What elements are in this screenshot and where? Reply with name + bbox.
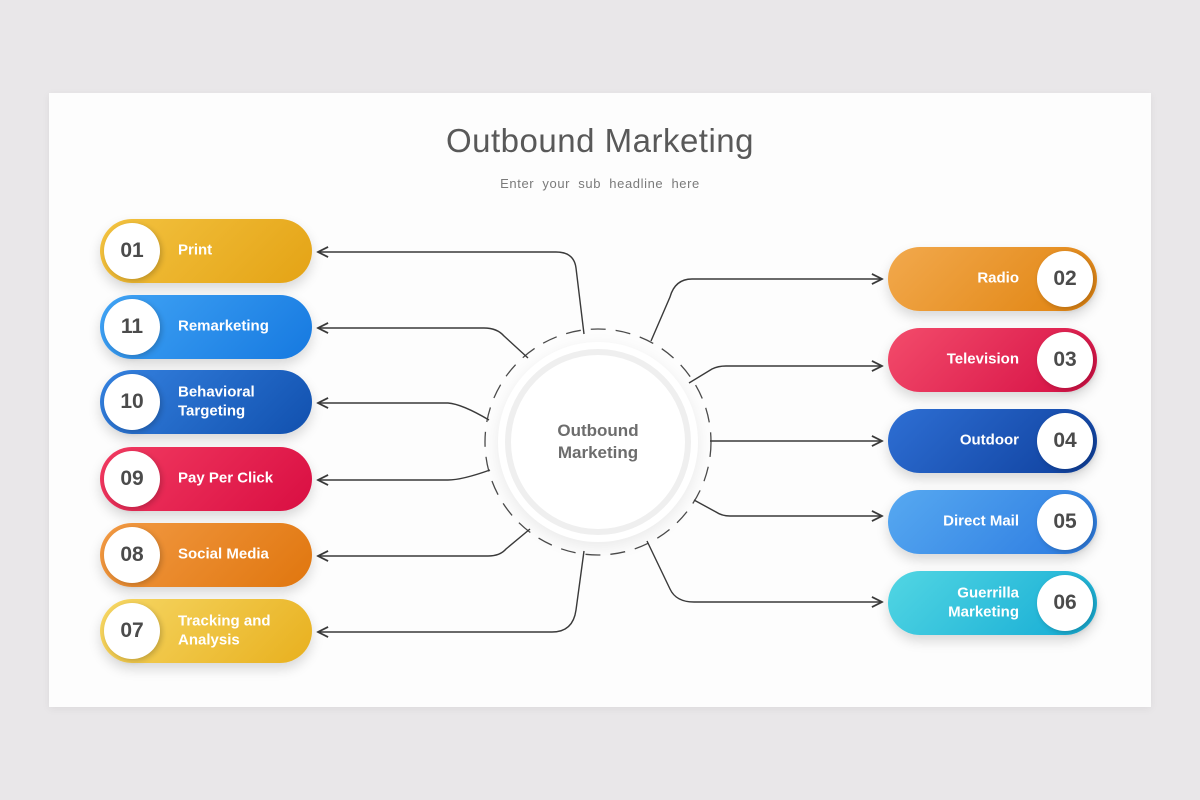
center-circle: Outbound Marketing (498, 342, 698, 542)
item-label: Remarketing (178, 317, 269, 335)
item-pill-television: 03 Television (888, 328, 1097, 392)
item-pill-radio: 02 Radio (888, 247, 1097, 311)
item-number-badge: 04 (1037, 413, 1093, 469)
item-number-badge: 08 (104, 527, 160, 583)
item-pill-tracking-analysis: 07 Tracking and Analysis (100, 599, 312, 663)
item-number-badge: 02 (1037, 251, 1093, 307)
item-label: Guerrilla Marketing (948, 584, 1019, 620)
item-number-badge: 09 (104, 451, 160, 507)
item-label: Behavioral Targeting (178, 383, 255, 419)
item-number-badge: 06 (1037, 575, 1093, 631)
item-number-badge: 01 (104, 223, 160, 279)
slide-subtitle: Enter your sub headline here (500, 176, 700, 191)
center-circle-inner: Outbound Marketing (505, 349, 691, 535)
slide-title: Outbound Marketing (445, 122, 754, 159)
item-pill-guerrilla-marketing: 06 Guerrilla Marketing (888, 571, 1097, 635)
item-pill-direct-mail: 05 Direct Mail (888, 490, 1097, 554)
item-label: Radio (977, 269, 1019, 287)
item-number-badge: 03 (1037, 332, 1093, 388)
item-number-badge: 07 (104, 603, 160, 659)
item-label: Television (946, 350, 1019, 368)
item-pill-pay-per-click: 09 Pay Per Click (100, 447, 312, 511)
item-number-badge: 10 (104, 374, 160, 430)
item-label: Tracking and Analysis (178, 612, 271, 648)
item-label: Outdoor (959, 431, 1019, 449)
item-pill-social-media: 08 Social Media (100, 523, 312, 587)
item-label: Direct Mail (943, 512, 1019, 530)
item-label: Print (178, 241, 213, 259)
center-label: Outbound Marketing (557, 420, 639, 462)
item-number-badge: 05 (1037, 494, 1093, 550)
item-pill-remarketing: 11 Remarketing (100, 295, 312, 359)
item-number-badge: 11 (104, 299, 160, 355)
item-pill-print: 01 Print (100, 219, 312, 283)
item-pill-outdoor: 04 Outdoor (888, 409, 1097, 473)
item-pill-behavioral-targeting: 10 Behavioral Targeting (100, 370, 312, 434)
item-label: Pay Per Click (178, 469, 274, 487)
item-label: Social Media (178, 545, 269, 563)
